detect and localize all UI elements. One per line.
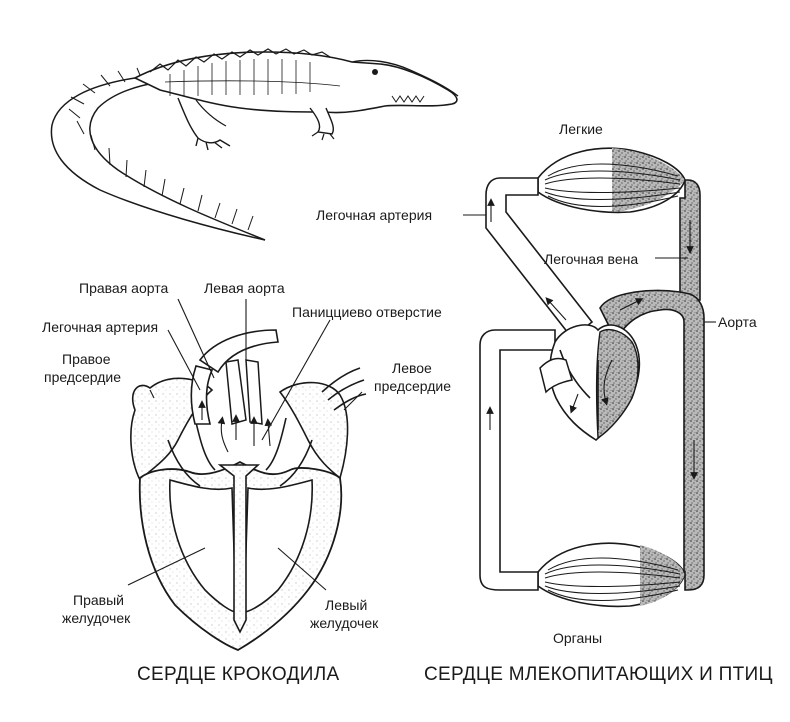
label-right-ventricle-line2: желудочек: [62, 610, 131, 626]
label-right-atrium-line1: Правое: [62, 351, 111, 367]
label-left-ventricle-line2: желудочек: [310, 615, 379, 631]
label-aorta: Аорта: [718, 314, 757, 330]
crocodile-heart-diagram: Правая аорта Левая аорта Легочная артери…: [42, 280, 451, 685]
organs-capillary-bed: [537, 542, 686, 608]
label-left-aorta: Левая аорта: [204, 280, 285, 296]
label-foramen-panizza: Паницциево отверстие: [292, 304, 442, 320]
label-right-ventricle-line1: Правый: [73, 592, 124, 608]
label-pulmonary-artery-croc: Легочная артерия: [42, 319, 158, 335]
label-organs: Органы: [553, 630, 602, 646]
label-right-atrium-line2: предсердие: [44, 369, 121, 385]
label-left-atrium-line1: Левое: [392, 360, 432, 376]
label-left-atrium-line2: предсердие: [374, 378, 451, 394]
crocodile-illustration: [50, 48, 459, 241]
label-pulmonary-artery-mammal: Легочная артерия: [316, 207, 432, 223]
label-lungs: Легкие: [559, 121, 603, 137]
label-left-ventricle-line1: Левый: [325, 597, 367, 613]
label-right-aorta: Правая аорта: [79, 280, 168, 296]
lungs-capillary-bed: [537, 147, 686, 214]
mammal-bird-heart-diagram: Легкие Легочная артерия Легочная вена Ао…: [316, 121, 773, 685]
caption-mammal-bird-heart: СЕРДЦЕ МЛЕКОПИТАЮЩИХ И ПТИЦ: [424, 664, 773, 685]
caption-crocodile-heart: СЕРДЦЕ КРОКОДИЛА: [137, 664, 339, 685]
label-pulmonary-vein: Легочная вена: [544, 251, 638, 267]
